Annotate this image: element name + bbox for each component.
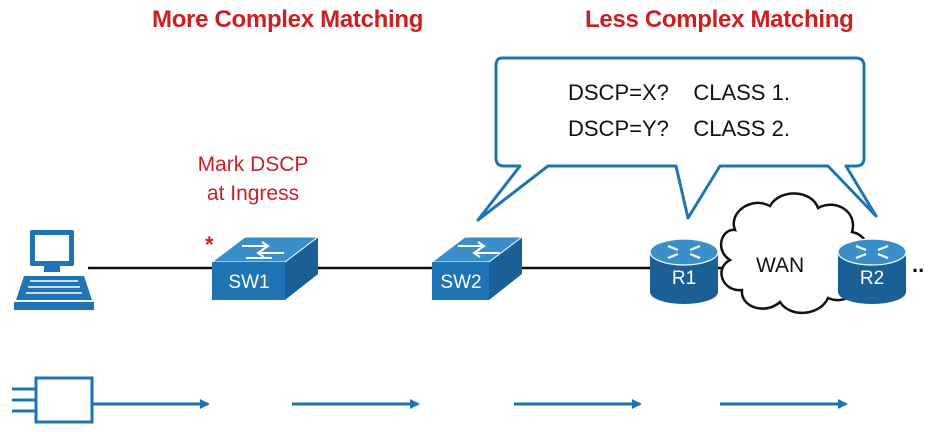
r2-label: R2 bbox=[859, 268, 885, 289]
continuation-ellipsis: .. bbox=[912, 252, 925, 277]
callout-line-2: DSCP=Y? CLASS 2. bbox=[568, 116, 790, 141]
r2-router-icon bbox=[837, 238, 907, 304]
packet-icon bbox=[12, 376, 94, 424]
ingress-asterisk: * bbox=[205, 232, 214, 257]
pc-icon bbox=[14, 230, 94, 310]
callout-bubble bbox=[476, 56, 878, 222]
sw2-switch-icon bbox=[430, 236, 524, 300]
sw1-switch-icon bbox=[210, 236, 320, 300]
wan-label: WAN bbox=[756, 254, 805, 277]
mark-dscp-line2: at Ingress bbox=[206, 182, 300, 205]
mark-dscp-note: Mark DSCP at Ingress bbox=[188, 150, 318, 208]
sw1-label: SW1 bbox=[228, 272, 270, 293]
mark-dscp-line1: Mark DSCP bbox=[197, 153, 309, 176]
r1-label: R1 bbox=[671, 268, 697, 289]
heading-less-complex: Less Complex Matching bbox=[585, 6, 854, 33]
sw2-label: SW2 bbox=[440, 272, 482, 293]
r1-router-icon bbox=[649, 238, 719, 304]
callout-line-1: DSCP=X? CLASS 1. bbox=[568, 80, 790, 105]
heading-more-complex: More Complex Matching bbox=[152, 6, 424, 33]
